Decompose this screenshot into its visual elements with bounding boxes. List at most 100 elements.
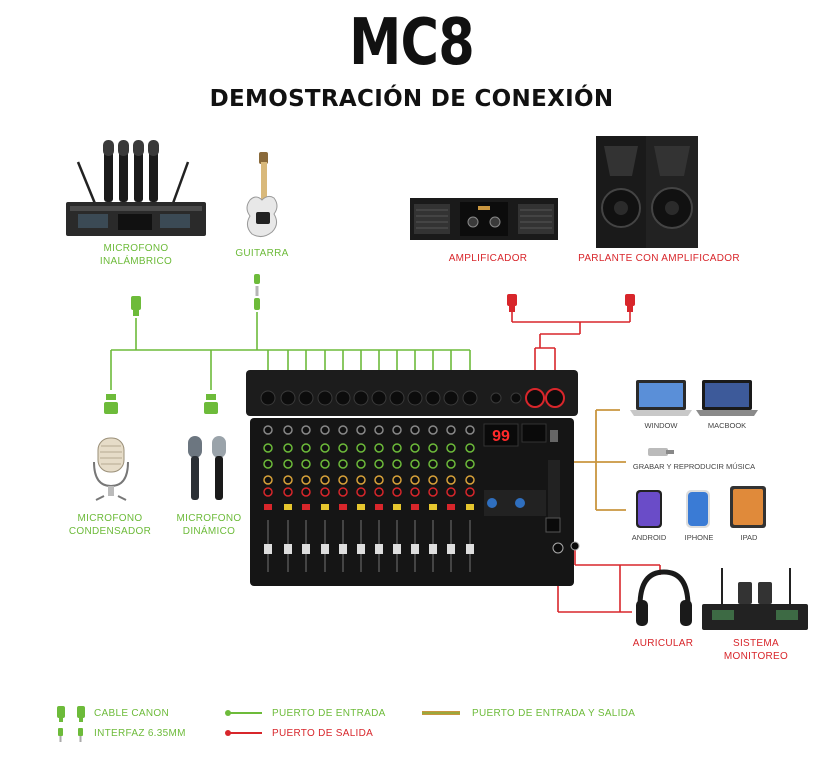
channel-knob[interactable] (356, 475, 366, 485)
channel-knob[interactable] (263, 443, 273, 453)
channel-button[interactable] (375, 504, 383, 510)
channel-knob[interactable] (428, 487, 438, 497)
fader-handle[interactable] (393, 544, 401, 554)
legend-graphics (57, 706, 460, 742)
channel-knob[interactable] (301, 425, 311, 435)
channel-knob[interactable] (410, 487, 420, 497)
fader-handle[interactable] (264, 544, 272, 554)
channel-knob[interactable] (465, 475, 475, 485)
channel-knob[interactable] (301, 475, 311, 485)
channel-knob[interactable] (263, 425, 273, 435)
mixer-console-icon: 99 (246, 370, 580, 586)
channel-knob[interactable] (301, 459, 311, 469)
channel-knob[interactable] (428, 475, 438, 485)
label-wireless-mic: MICROFONO INALÁMBRICO (86, 242, 186, 268)
channel-knob[interactable] (320, 459, 330, 469)
channel-knob[interactable] (465, 487, 475, 497)
channel-button[interactable] (302, 504, 310, 510)
channel-button[interactable] (411, 504, 419, 510)
fader-handle[interactable] (411, 544, 419, 554)
channel-knob[interactable] (374, 487, 384, 497)
label-condenser-mic: MICROFONO CONDENSADOR (68, 513, 152, 537)
channel-button[interactable] (357, 504, 365, 510)
channel-knob[interactable] (356, 443, 366, 453)
channel-button[interactable] (339, 504, 347, 510)
fader-handle[interactable] (339, 544, 347, 554)
channel-knob[interactable] (446, 475, 456, 485)
mixer-display: 99 (492, 428, 510, 445)
channel-knob[interactable] (301, 487, 311, 497)
channel-button[interactable] (393, 504, 401, 510)
ipad-icon (730, 486, 766, 528)
channel-knob[interactable] (374, 425, 384, 435)
channel-knob[interactable] (446, 443, 456, 453)
channel-knob[interactable] (465, 425, 475, 435)
fader-handle[interactable] (429, 544, 437, 554)
channel-knob[interactable] (283, 487, 293, 497)
channel-knob[interactable] (338, 443, 348, 453)
channel-knob[interactable] (283, 443, 293, 453)
channel-knob[interactable] (446, 487, 456, 497)
channel-knob[interactable] (338, 459, 348, 469)
legend-canon-cable: CABLE CANON (94, 708, 169, 719)
channel-knob[interactable] (320, 425, 330, 435)
channel-knob[interactable] (301, 443, 311, 453)
fader-handle[interactable] (284, 544, 292, 554)
channel-knob[interactable] (356, 425, 366, 435)
channel-button[interactable] (321, 504, 329, 510)
channel-knob[interactable] (428, 459, 438, 469)
channel-button[interactable] (264, 504, 272, 510)
channel-knob[interactable] (374, 475, 384, 485)
guitar-icon (246, 152, 278, 238)
channel-button[interactable] (284, 504, 292, 510)
channel-knob[interactable] (465, 459, 475, 469)
label-guitar: GUITARRA (235, 248, 289, 259)
page-subtitle: DEMOSTRACIÓN DE CONEXIÓN (209, 86, 614, 112)
channel-knob[interactable] (392, 459, 402, 469)
channel-knob[interactable] (320, 443, 330, 453)
channel-knob[interactable] (428, 443, 438, 453)
channel-knob[interactable] (410, 475, 420, 485)
channel-knob[interactable] (356, 459, 366, 469)
fader-handle[interactable] (375, 544, 383, 554)
channel-knob[interactable] (338, 425, 348, 435)
channel-knob[interactable] (263, 459, 273, 469)
channel-knob[interactable] (410, 443, 420, 453)
fader-handle[interactable] (302, 544, 310, 554)
channel-knob[interactable] (356, 487, 366, 497)
amplifier-icon (410, 198, 558, 240)
channel-knob[interactable] (410, 459, 420, 469)
channel-knob[interactable] (320, 475, 330, 485)
legend-io-port: PUERTO DE ENTRADA Y SALIDA (472, 708, 636, 719)
channel-knob[interactable] (263, 487, 273, 497)
channel-knob[interactable] (428, 425, 438, 435)
fader-handle[interactable] (357, 544, 365, 554)
channel-knob[interactable] (320, 487, 330, 497)
channel-knob[interactable] (446, 459, 456, 469)
channel-knob[interactable] (392, 443, 402, 453)
channel-knob[interactable] (392, 475, 402, 485)
channel-knob[interactable] (410, 425, 420, 435)
channel-knob[interactable] (283, 459, 293, 469)
channel-knob[interactable] (283, 475, 293, 485)
channel-button[interactable] (429, 504, 437, 510)
channel-button[interactable] (466, 504, 474, 510)
channel-knob[interactable] (374, 443, 384, 453)
channel-knob[interactable] (374, 459, 384, 469)
fader-handle[interactable] (466, 544, 474, 554)
channel-knob[interactable] (338, 487, 348, 497)
label-headphones: AURICULAR (632, 638, 694, 649)
fader-handle[interactable] (447, 544, 455, 554)
channel-knob[interactable] (263, 475, 273, 485)
android-phone-icon (636, 490, 662, 528)
wireless-mic-receiver-icon (66, 140, 206, 236)
channel-knob[interactable] (392, 425, 402, 435)
channel-knob[interactable] (283, 425, 293, 435)
fader-handle[interactable] (321, 544, 329, 554)
channel-button[interactable] (447, 504, 455, 510)
channel-knob[interactable] (446, 425, 456, 435)
channel-knob[interactable] (392, 487, 402, 497)
channel-knob[interactable] (338, 475, 348, 485)
channel-knob[interactable] (465, 443, 475, 453)
